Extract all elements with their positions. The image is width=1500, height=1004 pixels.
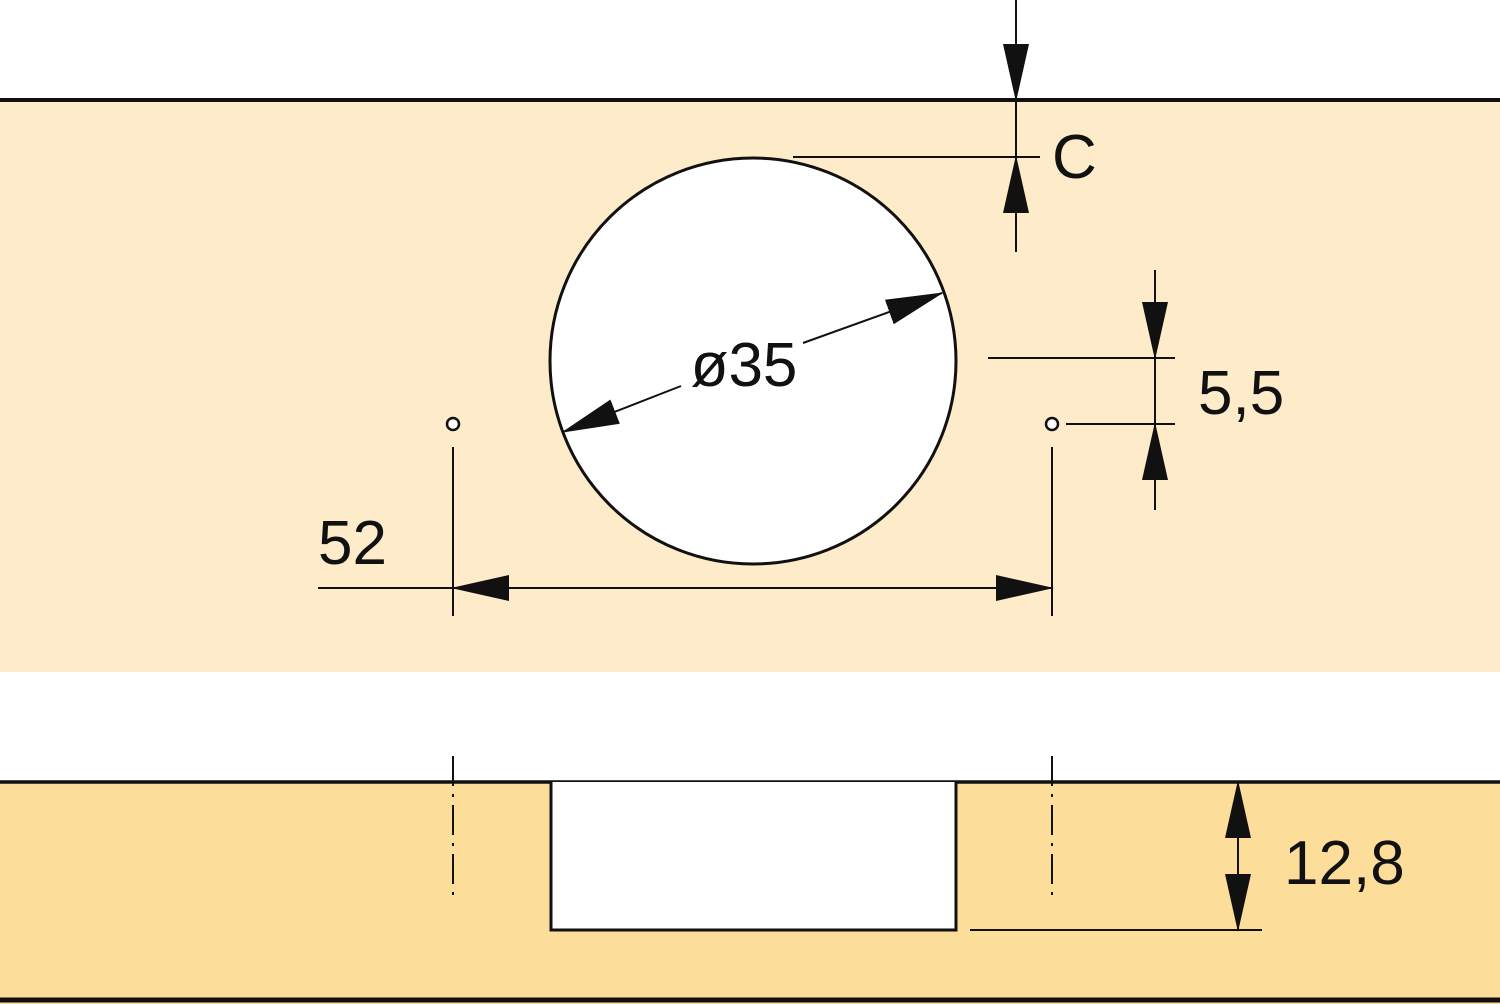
diameter-line-upper <box>802 292 944 344</box>
diameter-dimension: ø35 <box>561 292 944 433</box>
screw-spacing-label: 52 <box>318 509 387 578</box>
edge-distance-dimension: C <box>793 0 1097 252</box>
cup-hole <box>548 156 958 566</box>
cup-depth-label: 12,8 <box>1284 829 1405 898</box>
screw-offset-dimension: 5,5 <box>988 270 1284 510</box>
screw-offset-label: 5,5 <box>1198 359 1284 428</box>
cup-recess <box>549 782 958 932</box>
edge-distance-label: C <box>1052 123 1097 192</box>
diameter-line-lower <box>561 385 682 433</box>
screw-hole-right <box>1044 416 1060 432</box>
cup-depth-dimension: 12,8 <box>970 780 1405 932</box>
screw-spacing-dimension: 52 <box>318 447 1054 616</box>
screw-hole-left <box>445 416 461 432</box>
diameter-label: ø35 <box>691 331 798 400</box>
